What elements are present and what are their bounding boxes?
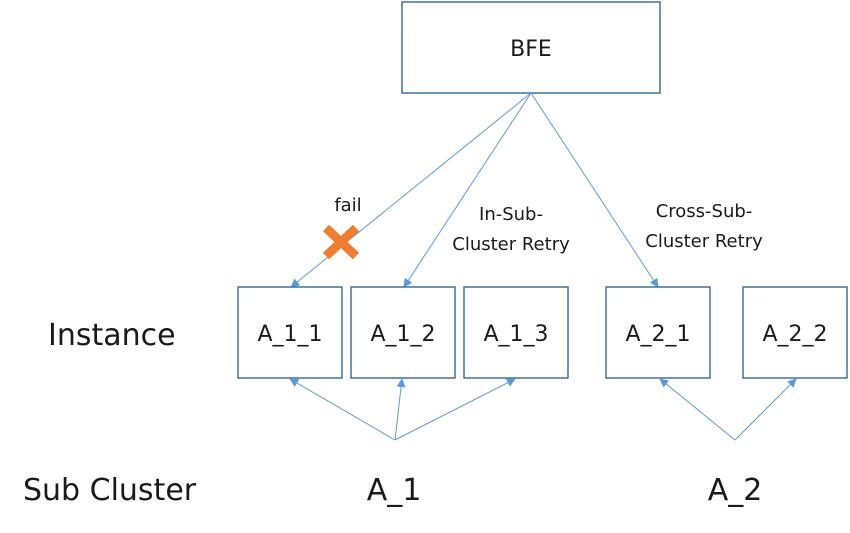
cluster-label-a-2: A_2 [708, 473, 763, 508]
instance-label: A_2_2 [762, 322, 827, 347]
edge-a-1-to-a-1-3 [394, 378, 516, 441]
instance-label: A_1_2 [370, 322, 435, 347]
edge-bfe-to-a-1-1 [290, 92, 532, 288]
instance-label: A_2_1 [625, 322, 690, 347]
cross-retry-line1: Cross-Sub- [656, 201, 753, 222]
bfe-label: BFE [510, 37, 552, 62]
instance-label: A_1_1 [257, 322, 322, 347]
row-label-sub-cluster: Sub Cluster [23, 473, 197, 508]
instance-label: A_1_3 [483, 322, 548, 347]
instance-node-a-2-2: A_2_2 [742, 286, 848, 379]
instance-node-a-1-3: A_1_3 [463, 286, 569, 379]
in-retry-line2: Cluster Retry [452, 234, 570, 255]
row-label-instance: Instance [48, 318, 176, 353]
cluster-label-a-1: A_1 [367, 473, 422, 508]
edge-bfe-to-a-1-2 [403, 92, 532, 288]
edge-a-1-to-a-1-1 [289, 378, 396, 441]
cross-retry-line2: Cluster Retry [645, 231, 763, 252]
instance-node-a-2-1: A_2_1 [605, 286, 711, 379]
in-retry-line1: In-Sub- [479, 204, 543, 225]
instance-node-a-1-1: A_1_1 [237, 286, 343, 379]
in-sub-cluster-retry-label: In-Sub- Cluster Retry [452, 204, 570, 255]
bfe-node: BFE [401, 1, 661, 94]
edge-a-2-to-a-2-1 [659, 378, 736, 441]
edge-bfe-to-a-2-1 [530, 92, 659, 288]
edge-a-1-to-a-1-2 [394, 378, 406, 441]
cross-sub-cluster-retry-label: Cross-Sub- Cluster Retry [645, 201, 763, 252]
fail-label: fail [334, 195, 361, 216]
instance-node-a-1-2: A_1_2 [350, 286, 456, 379]
edge-a-2-to-a-2-2 [734, 378, 797, 441]
fail-x-mark-icon [322, 224, 360, 260]
